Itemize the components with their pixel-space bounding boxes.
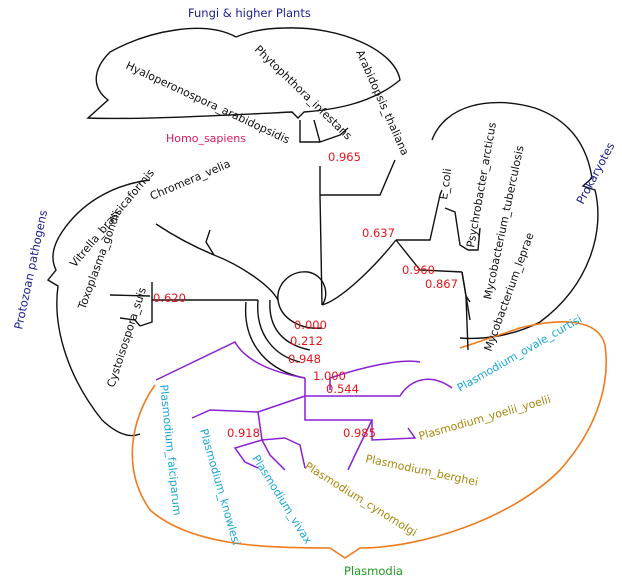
group-label-prokaryotes: Prokaryotes: [573, 140, 617, 207]
taxon-psychrobacter: Psychrobacter_arcticus: [464, 121, 499, 248]
support-0985: 0.985: [343, 426, 376, 440]
protozoan-pathogens-brace: [46, 179, 151, 437]
group-label-protozoan-pathogens: Protozoan pathogens: [11, 209, 50, 331]
taxon-p-knowlesi: Plasmodium_knowlesi: [197, 427, 243, 546]
support-0212: 0.212: [290, 334, 323, 348]
support-0544: 0.544: [326, 382, 359, 396]
group-label-fungi-plants: Fungi & higher Plants: [188, 6, 311, 20]
taxon-cystoisospora: Cystoisospora_suis: [104, 286, 149, 389]
support-0948: 0.948: [288, 352, 321, 366]
taxon-p-yoelii: Plasmodium_yoelii_yoelii: [417, 393, 552, 443]
black-branches: [109, 119, 481, 379]
support-0867: 0.867: [425, 277, 458, 291]
support-0637: 0.637: [362, 226, 395, 240]
support-0918: 0.918: [227, 426, 260, 440]
taxon-arabidopsis: Arabidopsis_thaliana: [353, 48, 411, 158]
support-0000: 0.000: [294, 318, 327, 332]
fungi-plants-brace: [86, 27, 401, 120]
taxon-p-falciparum: Plasmodium_falciparum: [157, 384, 184, 516]
prokaryotes-brace: [431, 101, 599, 340]
taxon-homo-sapiens: Homo_sapiens: [166, 132, 246, 145]
plasmodia-brace: [131, 321, 607, 559]
taxon-chromera: Chromera_velia: [148, 157, 232, 203]
support-0620: 0.620: [153, 291, 186, 305]
taxon-p-berghei: Plasmodium_berghei: [364, 452, 479, 489]
plasmodium-branches: [155, 341, 453, 471]
taxon-e-coli: E_coli: [437, 168, 454, 201]
group-label-plasmodia: Plasmodia: [344, 564, 403, 578]
support-0965: 0.965: [328, 150, 361, 164]
taxon-p-ovale: Plasmodium_ovale_curtisi: [455, 312, 584, 394]
support-0960: 0.960: [402, 263, 435, 277]
support-1000: 1.000: [313, 369, 346, 383]
